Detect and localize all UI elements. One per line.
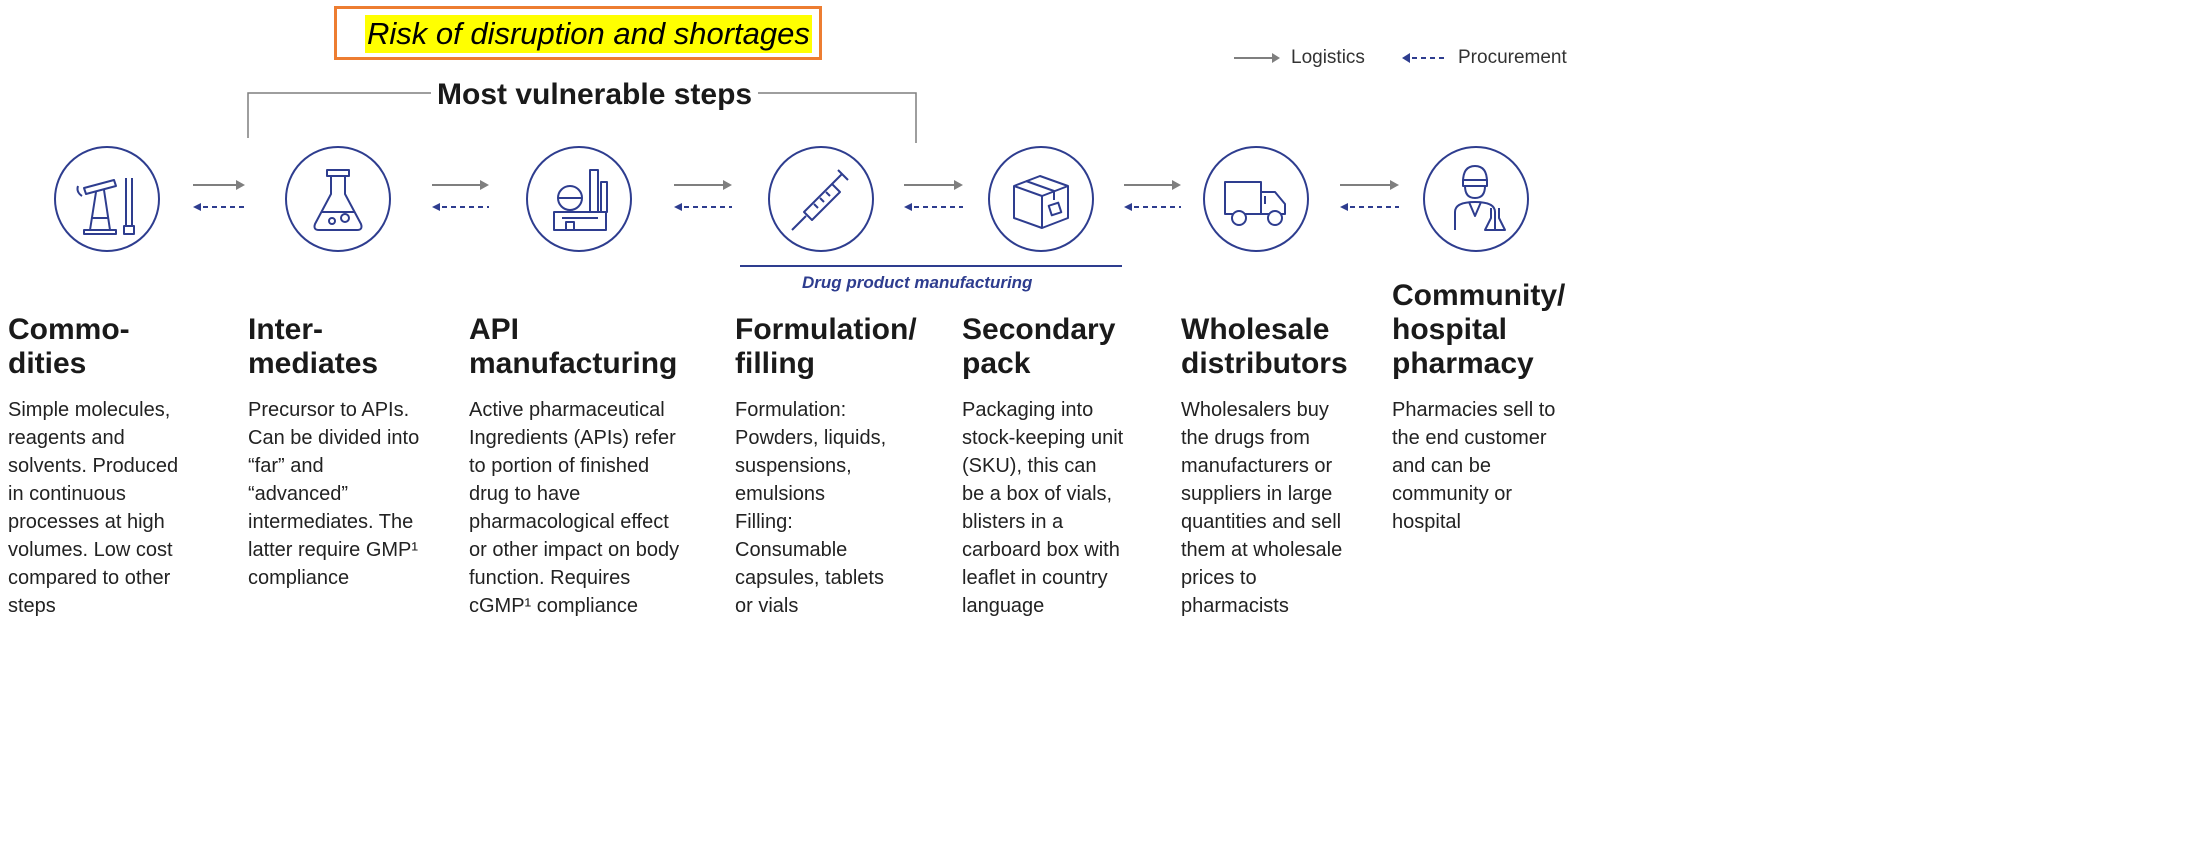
legend-logistics-label: Logistics	[1291, 47, 1365, 68]
risk-banner-text: Risk of disruption and shortages	[365, 15, 812, 53]
stage-title-commodities: Commo- dities	[8, 313, 130, 380]
vulnerable-steps-title: Most vulnerable steps	[431, 78, 759, 112]
truck-icon	[1224, 181, 1286, 226]
vulnerable-bracket	[247, 92, 917, 143]
stage-title-wholesale: Wholesale distributors	[1181, 313, 1348, 380]
stage-desc-api: Active pharmaceutical Ingredients (APIs)…	[469, 399, 680, 617]
wholesale-circle	[1203, 146, 1309, 252]
stage-desc-pharmacy: Pharmacies sell to the end customer and …	[1392, 399, 1556, 533]
api-manufacturing-circle	[526, 146, 632, 252]
stage-title-secondary-pack: Secondary pack	[962, 313, 1116, 380]
stage-desc-wholesale: Wholesalers buy the drugs from manufactu…	[1181, 399, 1343, 617]
stage-title-pharmacy: Community/ hospital pharmacy	[1392, 279, 1566, 380]
stage-title-formulation: Formulation/ filling	[735, 313, 917, 380]
arrow-pair-6	[1340, 180, 1399, 211]
syringe-icon	[791, 169, 849, 231]
arrow-pair-1	[193, 180, 245, 211]
procurement-arrow-icon	[1402, 53, 1446, 63]
pharmacy-circle	[1423, 146, 1529, 252]
logistics-arrow-icon	[1234, 53, 1280, 63]
stage-desc-secondary-pack: Packaging into stock-keeping unit (SKU),…	[962, 399, 1124, 617]
arrow-pair-2	[432, 180, 489, 211]
intermediates-circle	[285, 146, 391, 252]
stage-desc-intermediates: Precursor to APIs. Can be divided into “…	[248, 399, 420, 589]
flow-arrows	[193, 180, 1399, 211]
stage-title-api: API manufacturing	[469, 313, 678, 380]
factory-icon	[553, 169, 608, 231]
stage-desc-formulation: Formulation: Powders, liquids, suspensio…	[735, 399, 887, 617]
flask-icon	[313, 169, 363, 231]
oil-pump-icon	[76, 178, 135, 235]
legend-procurement-label: Procurement	[1458, 47, 1567, 68]
drug-product-line	[740, 265, 1122, 267]
arrow-pair-4	[904, 180, 963, 211]
box-icon	[1013, 175, 1069, 229]
stage-desc-commodities: Simple molecules, reagents and solvents.…	[8, 399, 179, 617]
stage-title-intermediates: Inter- mediates	[248, 313, 379, 380]
pharmacist-icon	[1454, 165, 1506, 231]
arrow-pair-5	[1124, 180, 1181, 211]
risk-banner: Risk of disruption and shortages	[334, 6, 822, 60]
formulation-circle	[768, 146, 874, 252]
drug-product-label: Drug product manufacturing	[802, 273, 1033, 292]
arrow-pair-3	[674, 180, 732, 211]
secondary-pack-circle	[988, 146, 1094, 252]
commodities-circle	[54, 146, 160, 252]
